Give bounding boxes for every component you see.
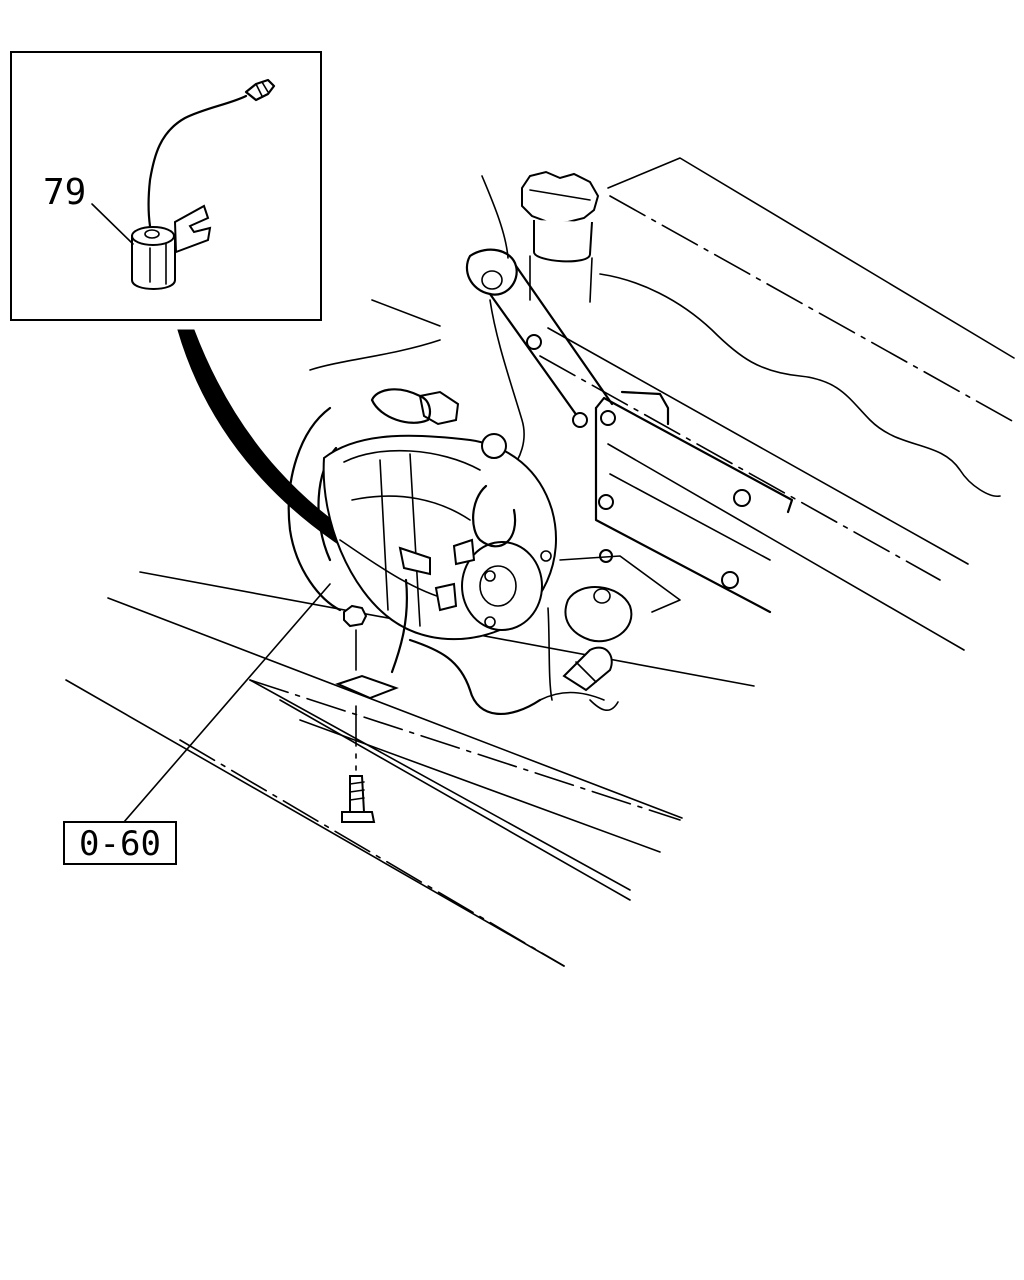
hose <box>370 388 431 424</box>
chassis-rails <box>65 299 755 967</box>
main-assembly <box>65 157 1015 967</box>
part-number-79: 79 <box>43 172 86 213</box>
fastener-stack <box>335 604 399 823</box>
callout-leader-0-60 <box>123 583 331 823</box>
reference-frame <box>63 821 177 865</box>
mounting-bracket <box>465 175 614 471</box>
tank-top-edge <box>607 157 1015 359</box>
wire-connector-icon <box>244 78 276 102</box>
wiring-harness <box>390 484 619 715</box>
reference-box: 0-60 <box>63 821 177 865</box>
sensor-icon <box>559 555 681 692</box>
condenser-icon <box>131 204 212 290</box>
bolt-heads <box>526 334 751 589</box>
cross-member <box>594 390 965 651</box>
reference-number: 0-60 <box>79 824 161 864</box>
tank-wavy-edge <box>599 273 1001 497</box>
filler-cap-icon <box>521 170 600 303</box>
alternator-icon <box>287 390 557 641</box>
inset-detail: 79 <box>10 51 322 321</box>
callout-leader-79 <box>91 203 134 245</box>
lead-wire <box>147 94 248 228</box>
